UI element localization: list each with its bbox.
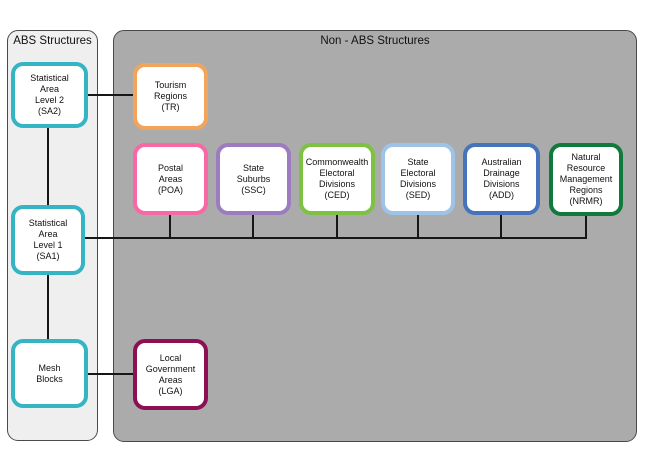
node-statistical-area-level-2: Statistical Area Level 2 (SA2): [11, 62, 88, 128]
node-commonwealth-electoral-divisions: Commonwealth Electoral Divisions (CED): [299, 143, 375, 215]
node-tourism-regions: Tourism Regions (TR): [133, 63, 208, 130]
connector-stub-ced: [336, 215, 338, 237]
node-natural-resource-management-regions: Natural Resource Management Regions (NRM…: [549, 143, 623, 216]
connector-stub-ssc: [252, 215, 254, 237]
node-mesh-blocks: Mesh Blocks: [11, 339, 88, 408]
node-state-suburbs: State Suburbs (SSC): [216, 143, 291, 215]
connector-stub-poa: [169, 215, 171, 237]
node-australian-drainage-divisions: Australian Drainage Divisions (ADD): [463, 143, 540, 215]
node-statistical-area-level-1: Statistical Area Level 1 (SA1): [11, 205, 85, 275]
node-local-government-areas: Local Government Areas (LGA): [133, 339, 208, 410]
connector-sa2-sa1: [47, 128, 49, 205]
node-postal-areas: Postal Areas (POA): [133, 143, 208, 215]
non-abs-structures-panel-title: Non - ABS Structures: [320, 35, 430, 47]
connector-stub-nrmr: [585, 216, 587, 237]
abs-structures-panel-title: ABS Structures: [13, 35, 92, 47]
connector-stub-sed: [417, 215, 419, 237]
node-state-electoral-divisions: State Electoral Divisions (SED): [381, 143, 455, 215]
connector-stub-add: [500, 215, 502, 237]
connector-sa1-meshblocks: [47, 275, 49, 339]
connector-sa2-tr: [88, 94, 133, 96]
connector-meshblocks-lga: [88, 373, 133, 375]
connector-sa1-bus-line: [85, 237, 587, 239]
